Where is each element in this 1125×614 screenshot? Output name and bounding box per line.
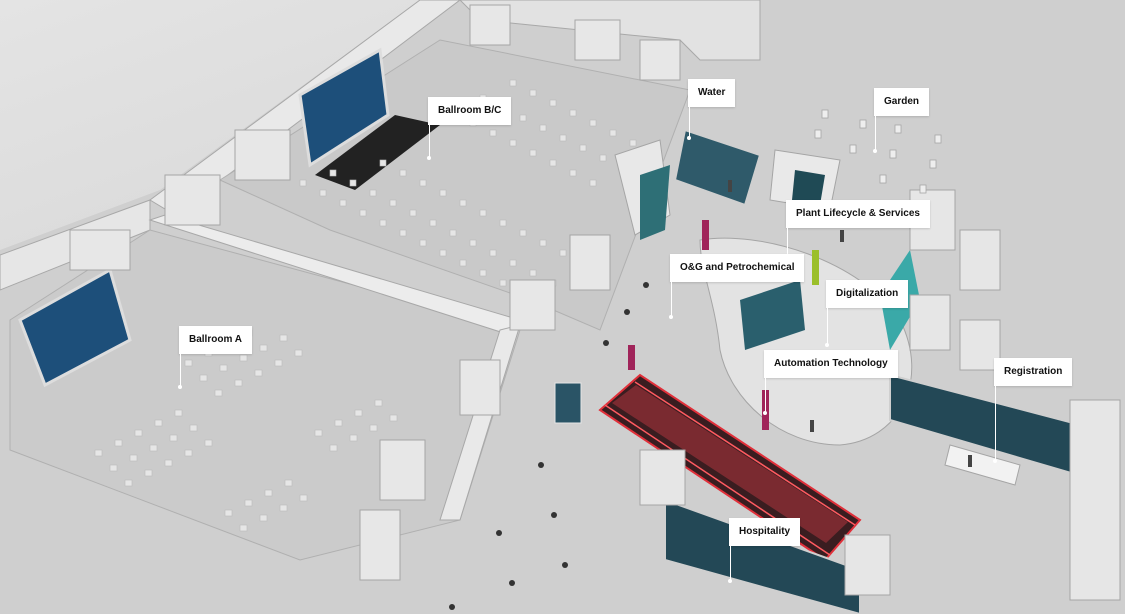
leader-line: [730, 546, 731, 580]
zone-pin: [728, 579, 732, 583]
og-booth-panel: [640, 165, 670, 240]
og-totem: [702, 220, 709, 250]
leader-line: [180, 354, 181, 386]
zone-label-water[interactable]: Water: [688, 79, 736, 107]
leader-line: [429, 125, 430, 157]
zone-label-og-petrochemical[interactable]: O&G and Petrochemical: [670, 254, 805, 282]
zone-pin: [825, 343, 829, 347]
zone-label-text: Water: [698, 87, 726, 98]
zone-label-hospitality[interactable]: Hospitality: [729, 518, 801, 546]
ballroom-a-chairs: [94, 329, 398, 532]
automation-booth: [740, 280, 805, 350]
zone-label-text: Ballroom A: [189, 334, 242, 345]
zone-label-ballroom-a[interactable]: Ballroom A: [179, 326, 252, 354]
garden-stools: [814, 109, 942, 194]
zone-label-text: Plant Lifecycle & Services: [796, 208, 920, 219]
floor-markers: [449, 282, 649, 610]
zone-label-text: Digitalization: [836, 288, 899, 299]
zone-label-text: Ballroom B/C: [438, 105, 502, 116]
hospitality-wall: [664, 498, 861, 614]
zone-pin: [873, 149, 877, 153]
leader-line: [689, 107, 690, 137]
ballroom-bc-screen: [298, 47, 390, 168]
zone-label-text: O&G and Petrochemical: [680, 262, 795, 273]
ballroom-a-screen: [18, 267, 132, 388]
zone-label-text: Garden: [884, 96, 920, 107]
zone-pin: [687, 136, 691, 140]
escalator: [598, 373, 862, 562]
leader-line: [827, 308, 828, 344]
zone-label-plant-lifecycle[interactable]: Plant Lifecycle & Services: [786, 200, 930, 228]
ballroom-bc-stage: [315, 115, 440, 190]
leader-line: [765, 378, 766, 412]
zone-label-garden[interactable]: Garden: [874, 88, 930, 116]
zone-pin: [763, 411, 767, 415]
zone-label-digitalization[interactable]: Digitalization: [826, 280, 909, 308]
zone-label-text: Hospitality: [739, 526, 791, 537]
zone-pin: [993, 459, 997, 463]
zone-label-text: Registration: [1004, 366, 1063, 377]
wall-blocks: [69, 4, 681, 581]
leader-line: [671, 282, 672, 316]
zone-label-registration[interactable]: Registration: [994, 358, 1073, 386]
zone-pin: [427, 156, 431, 160]
leader-line: [787, 228, 788, 258]
entry-totem: [628, 345, 635, 370]
digitalization-totem: [812, 250, 819, 285]
zone-label-text: Automation Technology: [774, 358, 888, 369]
hospitality-block-left: [639, 449, 686, 506]
zone-pin: [669, 315, 673, 319]
zone-label-ballroom-bc[interactable]: Ballroom B/C: [428, 97, 512, 125]
kiosk: [554, 382, 582, 424]
plant-lifecycle-screen: [792, 170, 825, 205]
zone-pin: [178, 385, 182, 389]
water-booth: [673, 128, 762, 207]
registration-desk: [944, 444, 1021, 486]
hospitality-block-right: [844, 534, 891, 596]
zone-label-automation-technology[interactable]: Automation Technology: [764, 350, 898, 378]
people: [728, 180, 972, 467]
leader-line: [995, 386, 996, 460]
leader-line: [875, 116, 876, 150]
right-walls: [909, 189, 1121, 601]
